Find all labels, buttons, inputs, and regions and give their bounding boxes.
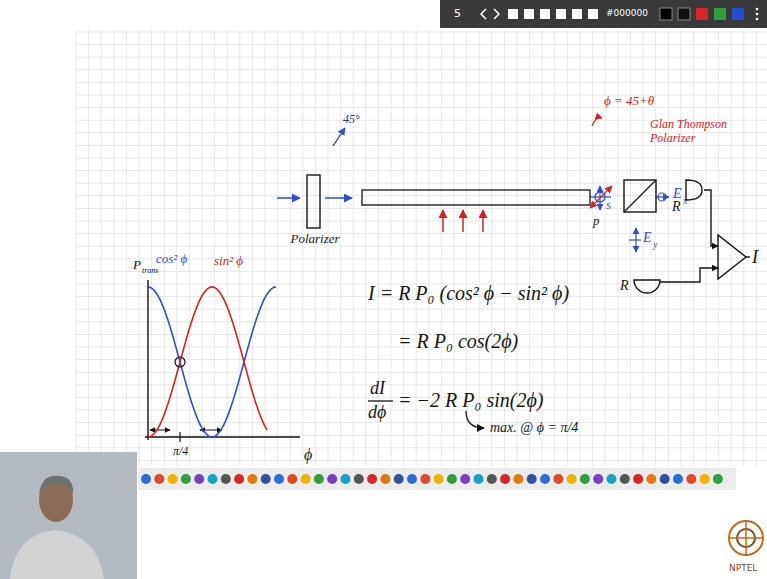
axis-label: P: [133, 258, 141, 272]
signal-wire: [704, 190, 718, 246]
field-subscript: y: [653, 239, 657, 250]
cos-curve: [148, 287, 276, 437]
equation: = −2 R P₀ sin(2ϕ): [398, 389, 543, 411]
color-code: #000000: [606, 9, 648, 19]
photodetector: R: [672, 178, 704, 218]
polarizer-plate: Polarizer: [285, 172, 345, 256]
logo-text: NPTEL: [729, 564, 757, 574]
node-label: I: [752, 247, 758, 268]
curve-label: sin² ϕ: [214, 254, 243, 268]
axis-label: ϕ: [304, 446, 312, 464]
crossing-mark: [175, 357, 185, 367]
taskbar: [138, 468, 736, 490]
note: max. @ ϕ = π/4: [490, 420, 578, 435]
signal-wire: [660, 268, 718, 282]
optical-setup: [277, 118, 669, 252]
polarization-label: s: [606, 198, 611, 212]
differential-amplifier: I: [718, 234, 762, 280]
sin-curve: [148, 287, 267, 437]
equation: I = R P₀ (cos² ϕ − sin² ϕ): [368, 282, 569, 304]
tick-label: π/4: [173, 445, 188, 458]
photodetector: R: [620, 276, 660, 304]
grid-paper: [76, 30, 767, 466]
node-label: Polarizer: [285, 232, 345, 247]
field-label: E: [643, 230, 652, 245]
fraction-denominator: dϕ: [368, 403, 386, 423]
angle-label: 45°: [343, 113, 360, 126]
transmission-plot: [145, 280, 300, 442]
angle-formula: ϕ = 45+θ: [604, 94, 654, 108]
node-label: R: [620, 278, 629, 294]
curve-label: cos² ϕ: [156, 252, 187, 266]
equation: = R P₀ cos(2ϕ): [398, 330, 518, 352]
glan-thompson-polarizer: Glan Thompson Polarizer: [620, 106, 762, 214]
toolbar: [440, 0, 767, 28]
presenter-video: [0, 452, 137, 579]
polarization-label: p: [593, 214, 600, 228]
axis-subscript: trans: [142, 267, 158, 276]
nptel-logo: [729, 521, 763, 555]
node-label: R: [672, 199, 681, 215]
page-number: 5: [454, 8, 461, 20]
fraction-numerator: dI: [370, 379, 385, 399]
node-label: Glan Thompson Polarizer: [650, 118, 758, 146]
